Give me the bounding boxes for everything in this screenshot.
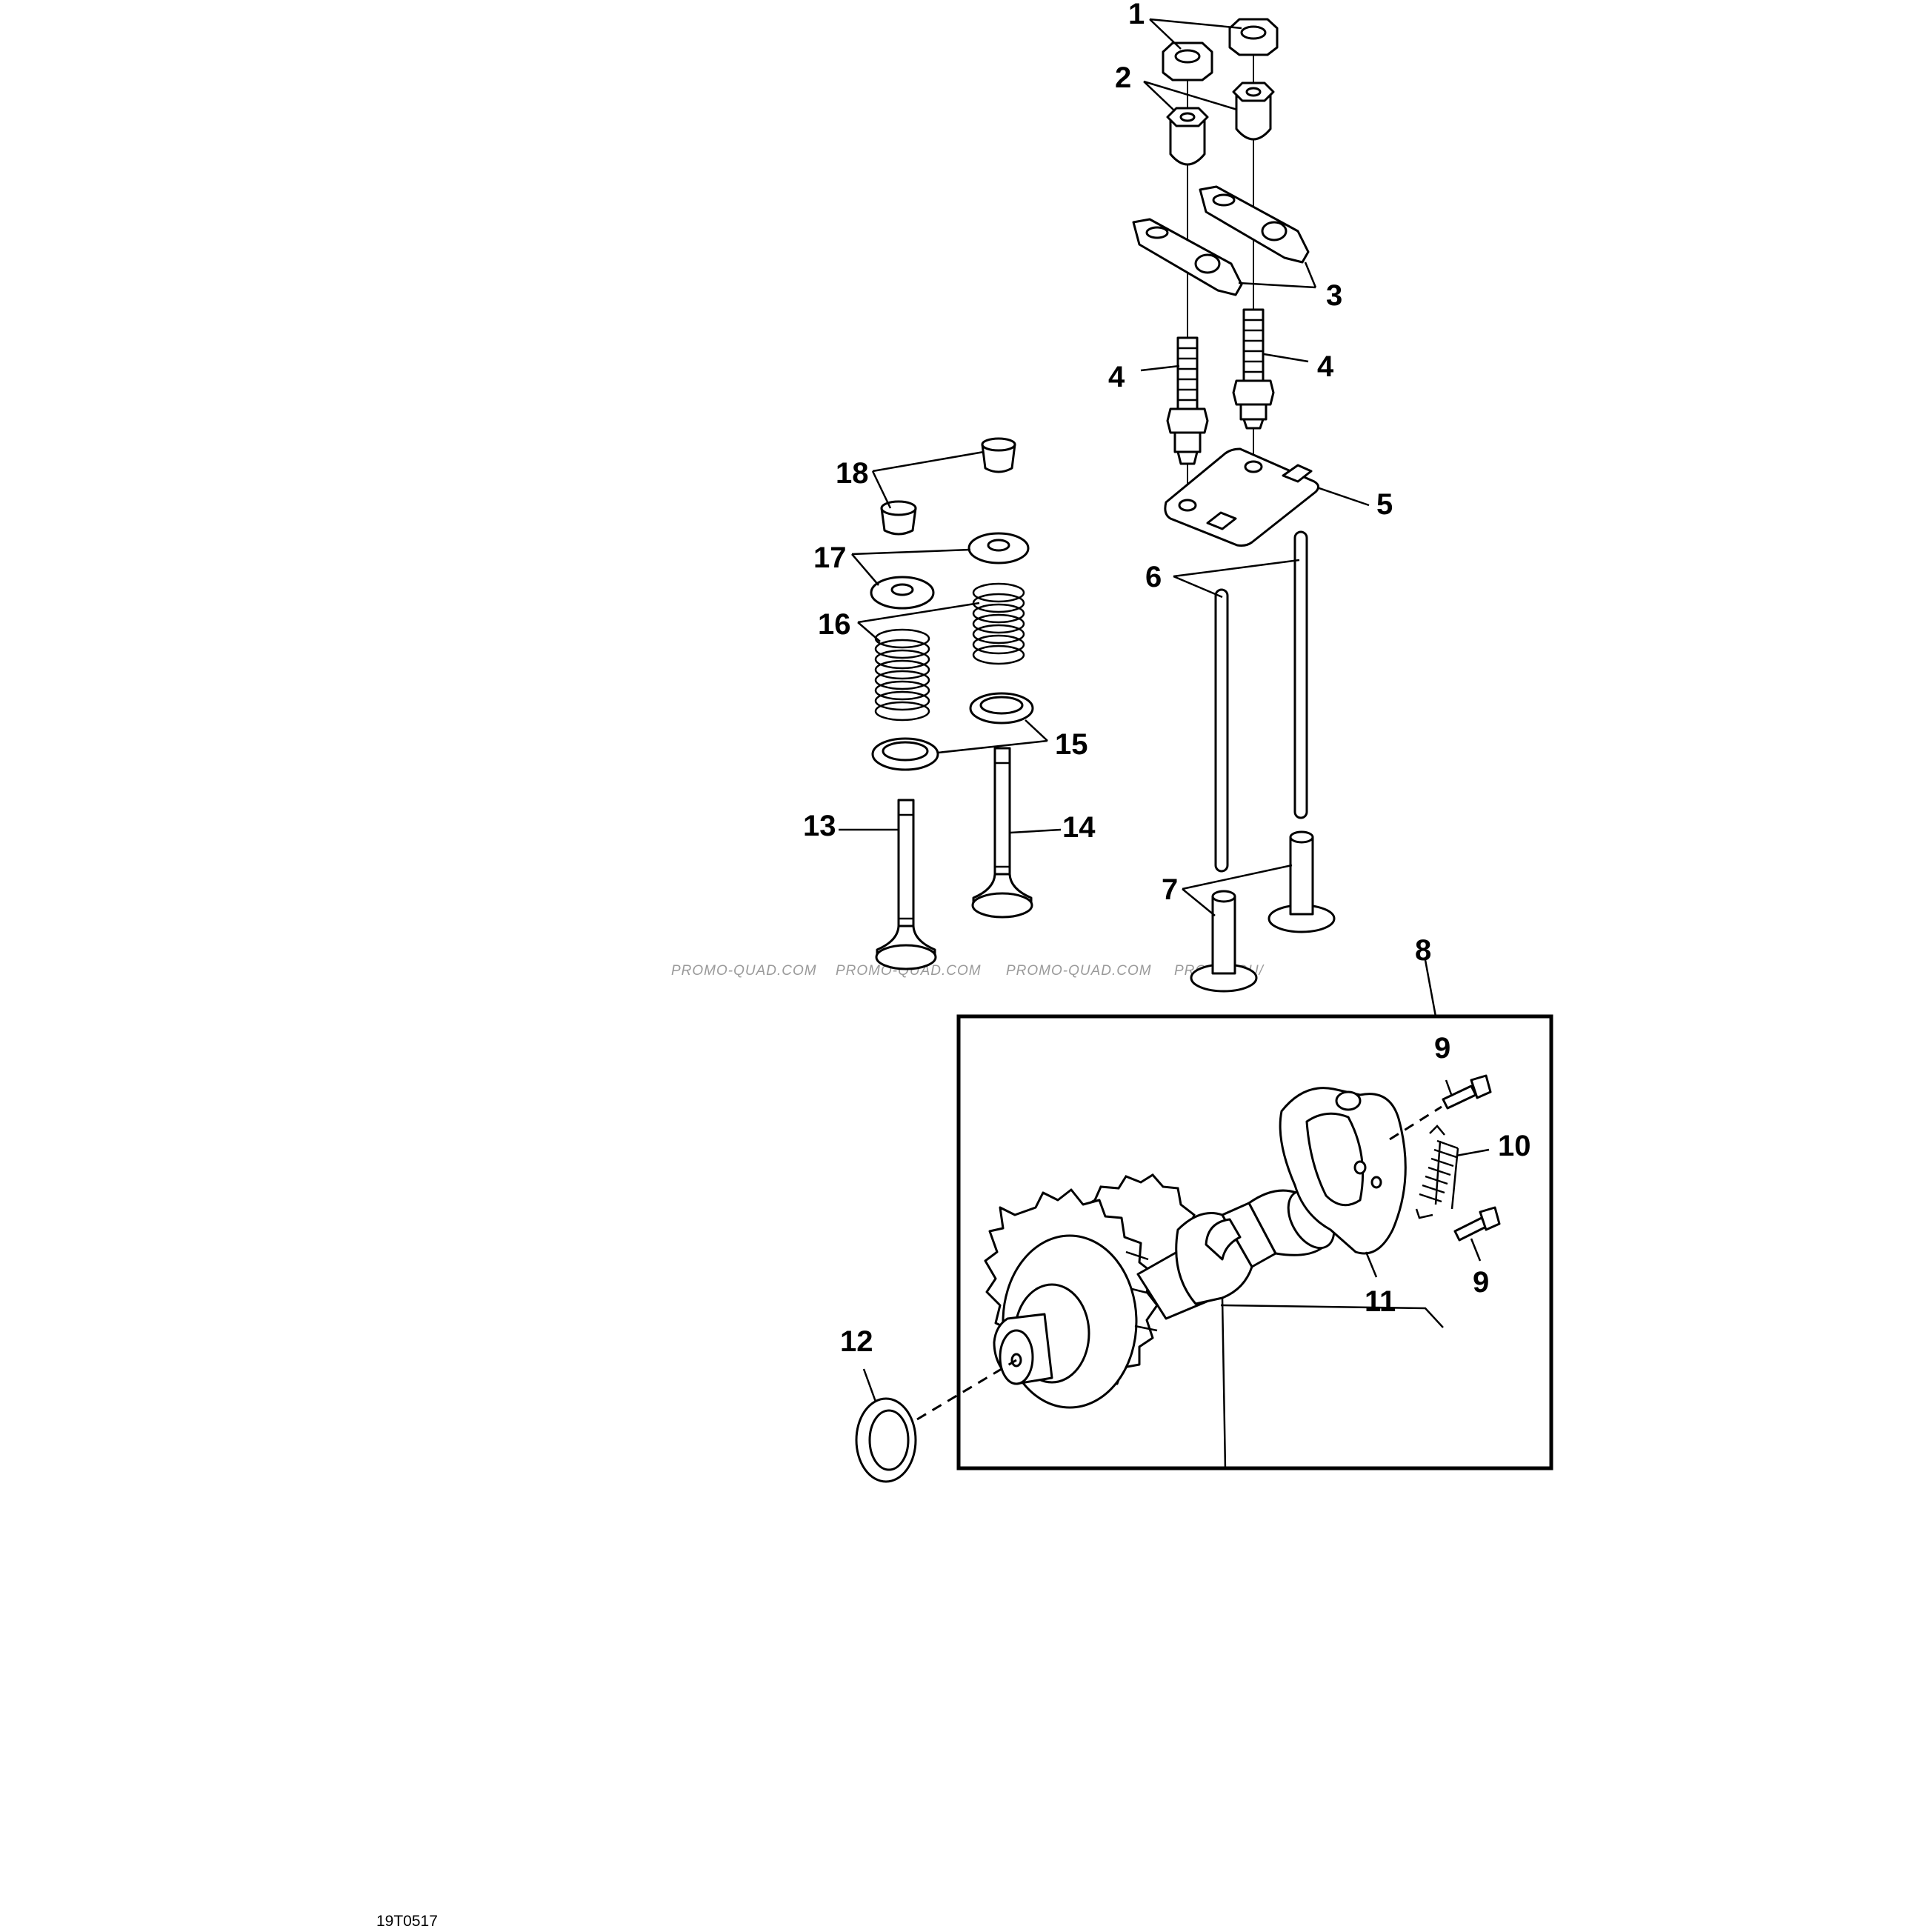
part-push-rod [1214, 530, 1308, 873]
watermark-text: PROMO-QUAD.COM [671, 963, 817, 979]
callout-14: 14 [1062, 811, 1096, 844]
callout-3: 3 [1326, 279, 1342, 312]
camshaft-assembly-box [956, 1014, 1553, 1470]
part-valve [875, 747, 1033, 970]
part-rocker-arm [1132, 185, 1310, 296]
callout-5: 5 [1376, 488, 1393, 521]
callout-8: 8 [1415, 934, 1431, 967]
callout-4-right: 4 [1317, 350, 1334, 383]
watermark-text: PROMO-QUAD.COM [1006, 963, 1152, 979]
callout-7: 7 [1162, 873, 1178, 906]
callouts: 1 2 3 4 4 5 6 7 8 9 10 9 11 12 13 14 15 … [803, 0, 1531, 1358]
part-bolt [1442, 1074, 1501, 1242]
part-camshaft-gear [984, 1173, 1197, 1409]
part-nut [1162, 18, 1279, 81]
drawing-code: 19T0517 [376, 1913, 438, 1930]
alignment-dashes [916, 1105, 1442, 1421]
callout-6: 6 [1145, 561, 1162, 593]
part-spring-seat [871, 692, 1034, 771]
part-valve-keeper [880, 437, 1016, 536]
part-decompressor-spring [1415, 1125, 1459, 1219]
callout-18: 18 [836, 457, 869, 490]
callout-1: 1 [1128, 0, 1145, 30]
part-adjusting-stud [1166, 308, 1275, 465]
callout-4: 4 [1108, 361, 1125, 393]
leader-lines [839, 18, 1490, 1470]
part-guide-plate [1164, 447, 1319, 547]
part-decompressor [1279, 1087, 1407, 1255]
callout-12: 12 [840, 1325, 873, 1358]
part-spring-retainer [870, 532, 1030, 610]
part-thrust-washer [855, 1397, 917, 1483]
callout-15: 15 [1055, 728, 1088, 761]
part-adjuster-cap [1166, 81, 1275, 166]
part-tappet [1190, 830, 1336, 993]
watermark-text: PROMO-QUAD.COM [836, 963, 982, 979]
callout-9: 9 [1434, 1032, 1450, 1065]
callout-10: 10 [1498, 1130, 1531, 1162]
callout-11: 11 [1365, 1285, 1396, 1318]
callout-2: 2 [1115, 61, 1131, 94]
callout-16: 16 [818, 608, 851, 641]
watermark: PROMO-QUAD.COM PROMO-QUAD.COM PROMO-QUAD… [671, 963, 1264, 979]
callout-17: 17 [813, 542, 847, 574]
callout-13: 13 [803, 810, 836, 842]
callout-9-lower: 9 [1473, 1266, 1489, 1299]
